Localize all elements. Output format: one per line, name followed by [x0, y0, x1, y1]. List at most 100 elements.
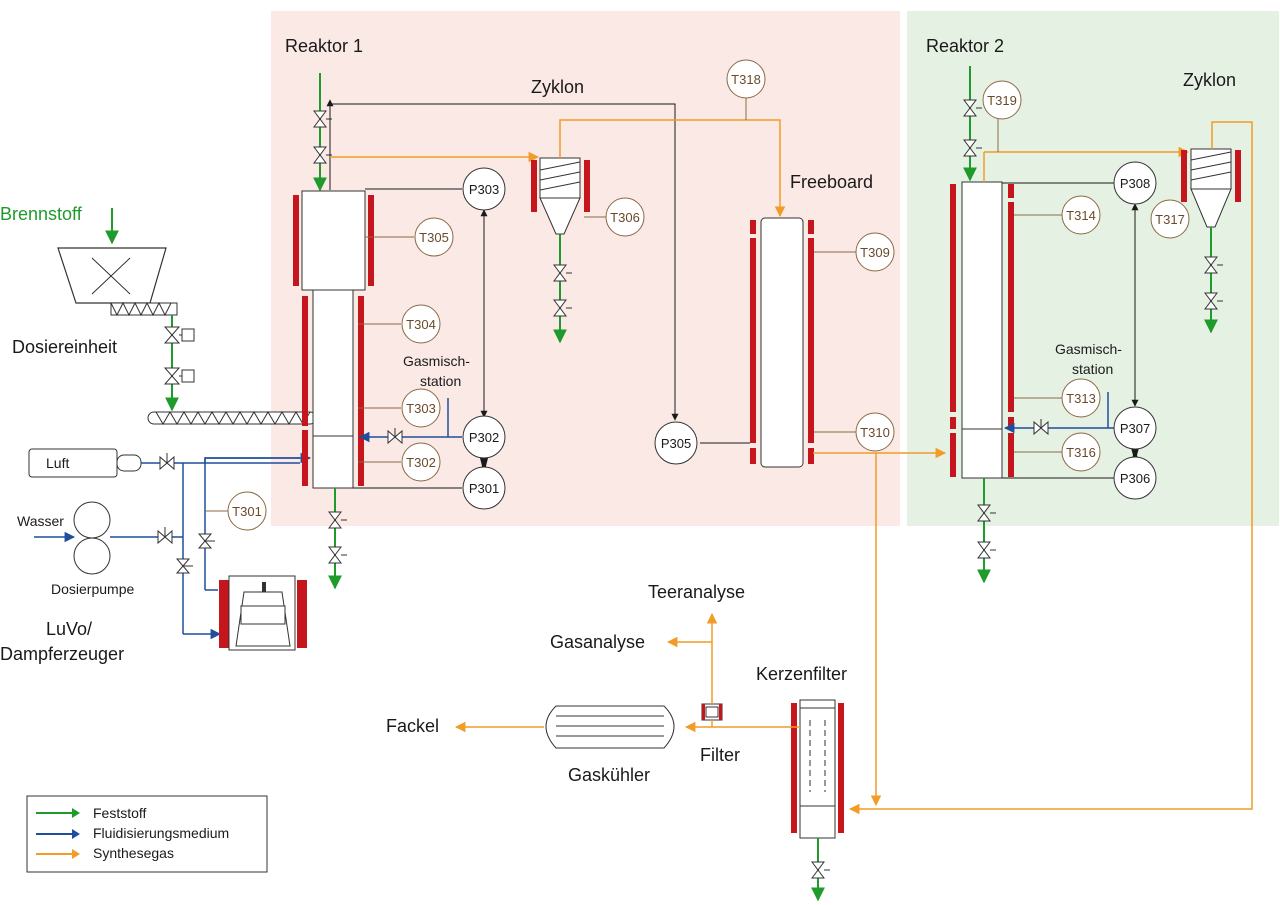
- reaktor2-title: Reaktor 2: [926, 36, 1004, 56]
- small-filter: [701, 703, 723, 721]
- r1-valve-top-1: [313, 110, 332, 128]
- temp-t316: T316: [1061, 432, 1101, 472]
- svg-text:P306: P306: [1120, 471, 1150, 486]
- zyklon1-label: Zyklon: [531, 77, 584, 97]
- gaskuehler: [545, 705, 675, 749]
- svg-text:Feststoff: Feststoff: [93, 805, 147, 821]
- gasanalyse-label: Gasanalyse: [550, 632, 645, 652]
- pressure-p301: P301: [462, 466, 506, 510]
- svg-text:T319: T319: [987, 93, 1017, 108]
- r1-gas-valve: [387, 428, 403, 445]
- svg-text:T304: T304: [406, 317, 436, 332]
- rotary-valve-1: [163, 326, 195, 344]
- fuel-hopper: [57, 247, 167, 304]
- svg-text:P308: P308: [1120, 176, 1150, 191]
- temp-t310: T310: [855, 412, 895, 452]
- svg-text:T302: T302: [406, 455, 436, 470]
- pressure-p307: P307: [1113, 406, 1157, 450]
- freeboard-label: Freeboard: [790, 172, 873, 192]
- svg-text:T317: T317: [1155, 212, 1185, 227]
- temp-t304: T304: [401, 304, 441, 344]
- temp-t301: T301: [227, 491, 267, 531]
- gasmisch2-label-a: Gasmisch-: [1055, 341, 1122, 357]
- r2-valve-top-2: [963, 139, 982, 157]
- svg-text:T316: T316: [1066, 445, 1096, 460]
- blue-valve-b: [197, 533, 215, 549]
- legend-item-fluidisierungsmedium: Fluidisierungsmedium: [36, 825, 229, 841]
- temp-t314: T314: [1061, 195, 1101, 235]
- pressure-p302: P302: [462, 415, 506, 459]
- pressure-p306: P306: [1113, 456, 1157, 500]
- filter-label: Filter: [700, 745, 740, 765]
- r1-valve-bottom-2: [328, 546, 347, 564]
- svg-text:T313: T313: [1066, 391, 1096, 406]
- r2-reactor-column: [961, 181, 1003, 479]
- legend-item-feststoff: Feststoff: [36, 805, 147, 821]
- luvo-dampferzeuger: [219, 575, 307, 651]
- gasmisch1-label-a: Gasmisch-: [403, 353, 470, 369]
- freeboard-column: [750, 217, 814, 468]
- svg-text:T309: T309: [860, 245, 890, 260]
- zyklon2: [1181, 148, 1241, 228]
- temp-t313: T313: [1061, 378, 1101, 418]
- fackel-label: Fackel: [386, 716, 439, 736]
- svg-text:P303: P303: [469, 182, 499, 197]
- r2-valve-bottom-2: [977, 541, 996, 559]
- screw-conveyor-1: [110, 301, 178, 317]
- z2-valve-1: [1204, 256, 1223, 274]
- dosierpumpe-label: Dosierpumpe: [51, 581, 134, 597]
- pressure-p305: P305: [654, 421, 698, 465]
- temp-t318: T318: [726, 59, 766, 99]
- air-valve: [159, 453, 175, 471]
- luvo-label-2: Dampferzeuger: [0, 644, 124, 664]
- svg-text:P305: P305: [661, 436, 691, 451]
- temp-t302: T302: [401, 442, 441, 482]
- svg-text:T314: T314: [1066, 208, 1096, 223]
- gaskuehler-label: Gaskühler: [568, 765, 650, 785]
- temp-t309: T309: [855, 232, 895, 272]
- wasser-label: Wasser: [17, 513, 64, 529]
- zyklon2-label: Zyklon: [1183, 70, 1236, 90]
- rotary-valve-2: [163, 367, 195, 385]
- reaktor1-title: Reaktor 1: [285, 36, 363, 56]
- temp-t306: T306: [605, 197, 645, 237]
- r1-upper-vessel: [301, 190, 366, 291]
- r2-valve-top-1: [963, 99, 982, 117]
- zyklon1: [531, 157, 590, 235]
- z1-valve-1: [553, 264, 572, 282]
- svg-text:P307: P307: [1120, 421, 1150, 436]
- svg-text:Synthesegas: Synthesegas: [93, 845, 174, 861]
- blue-valve-a: [175, 558, 193, 574]
- temp-t317: T317: [1150, 199, 1190, 239]
- legend-item-synthesegas: Synthesegas: [36, 845, 174, 861]
- svg-text:Fluidisierungsmedium: Fluidisierungsmedium: [93, 825, 229, 841]
- air-cylinder: [28, 448, 142, 478]
- dosing-pump: [73, 501, 111, 575]
- brennstoff-label: Brennstoff: [0, 204, 83, 224]
- teeranalyse-label: Teeranalyse: [648, 582, 745, 602]
- kerzenfilter: [791, 699, 844, 839]
- svg-text:T305: T305: [419, 230, 449, 245]
- temp-t303: T303: [401, 388, 441, 428]
- kf-valve: [811, 861, 830, 879]
- svg-text:P301: P301: [469, 481, 499, 496]
- svg-text:T310: T310: [860, 425, 890, 440]
- gasmisch2-label-b: station: [1072, 361, 1113, 377]
- kerzenfilter-label: Kerzenfilter: [756, 664, 847, 684]
- water-valve: [157, 527, 173, 545]
- svg-text:T306: T306: [610, 210, 640, 225]
- dosiereinheit-label: Dosiereinheit: [12, 337, 117, 357]
- temp-t319: T319: [982, 80, 1022, 120]
- r2-gas-valve: [1033, 419, 1049, 436]
- r2-valve-bottom-1: [977, 504, 996, 522]
- svg-text:T301: T301: [232, 504, 262, 519]
- svg-text:P302: P302: [469, 430, 499, 445]
- pressure-p303: P303: [462, 167, 506, 211]
- gasmisch1-label-b: station: [420, 373, 461, 389]
- svg-text:T318: T318: [731, 72, 761, 87]
- z2-valve-2: [1204, 292, 1223, 310]
- r1-valve-top-2: [313, 146, 332, 164]
- pressure-p308: P308: [1113, 161, 1157, 205]
- luft-label: Luft: [46, 455, 69, 471]
